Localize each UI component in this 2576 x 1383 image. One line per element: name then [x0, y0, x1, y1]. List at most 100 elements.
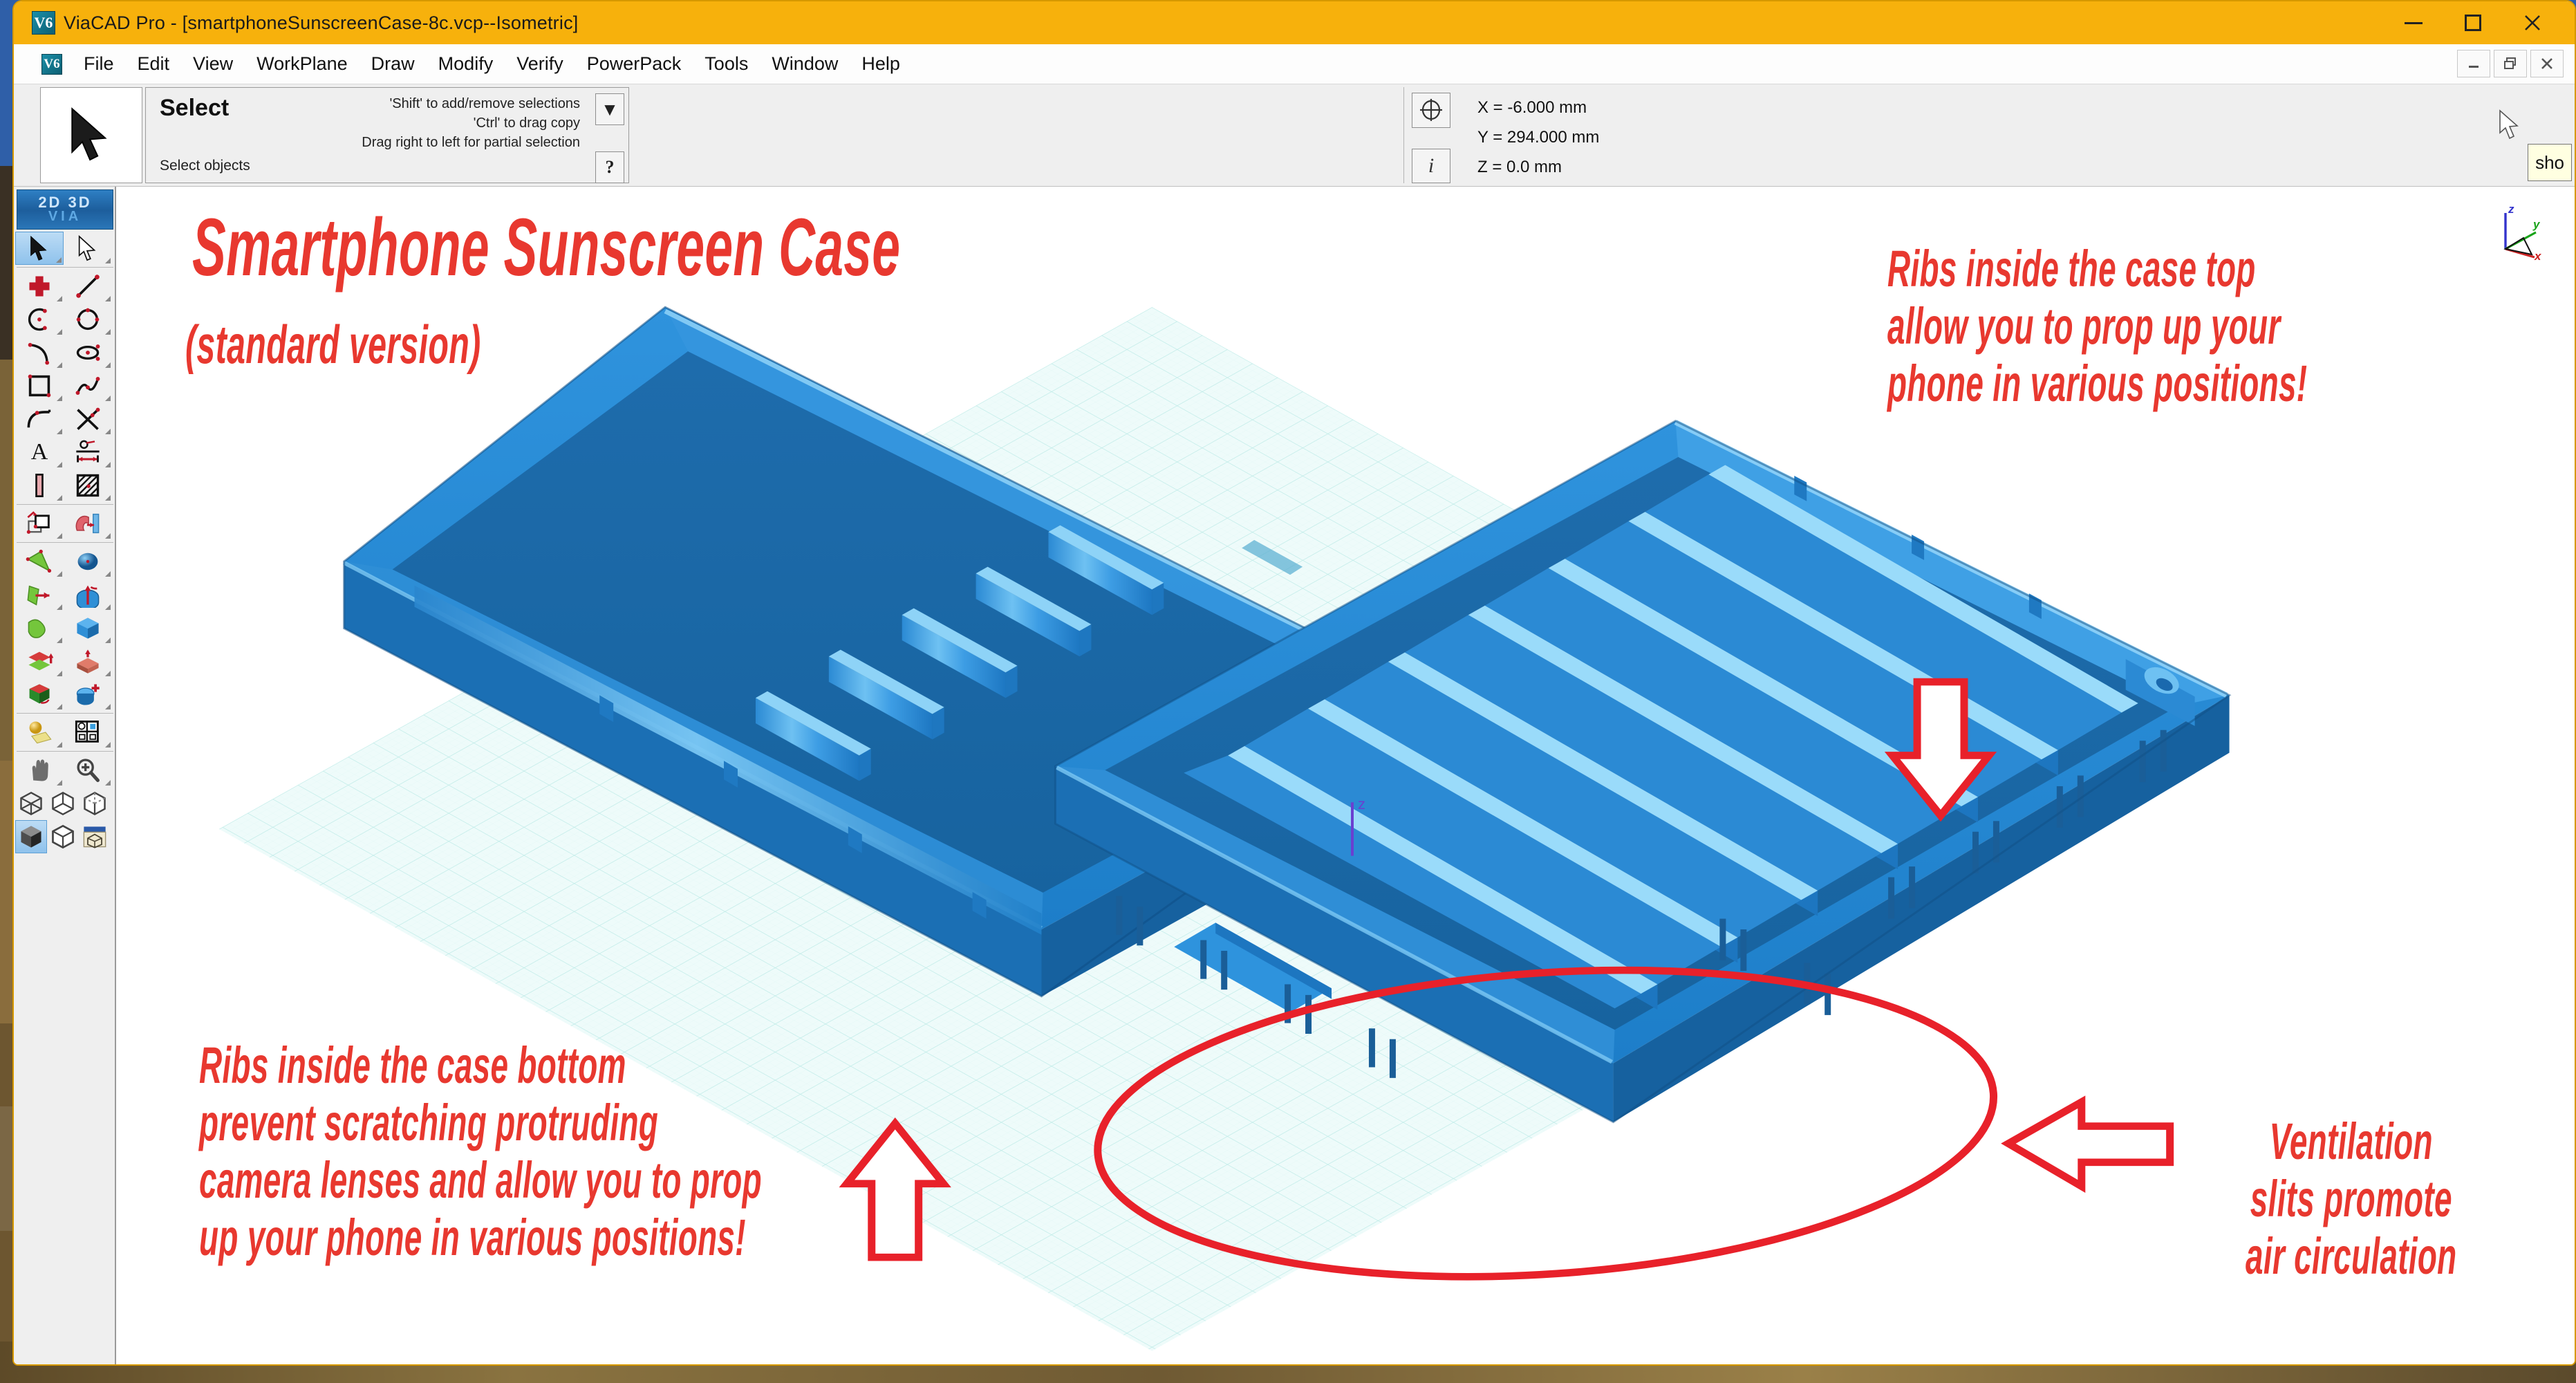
wall-tool[interactable]	[15, 469, 64, 502]
magnet-snap-tool[interactable]	[64, 507, 112, 540]
rectangle-icon	[28, 374, 51, 398]
line-tool[interactable]	[64, 270, 112, 303]
crosshair-target-icon-button[interactable]	[1412, 93, 1450, 128]
mesh-surface-tool[interactable]	[15, 545, 64, 578]
material-render-tool[interactable]	[15, 716, 64, 749]
move-copy-tool[interactable]	[15, 507, 64, 540]
svg-text:z: z	[1358, 795, 1365, 813]
annotation-case-bottom-ribs: Ribs inside the case bottom prevent scra…	[199, 1037, 762, 1266]
arrow-left-marker	[2001, 1095, 2174, 1194]
boolean-add-tool[interactable]	[64, 678, 112, 711]
hidden-line-view-tool[interactable]	[47, 787, 79, 820]
menu-item-verify[interactable]: Verify	[516, 53, 563, 74]
dimension-icon	[76, 440, 100, 463]
extrude-solid-tool[interactable]	[64, 644, 112, 678]
3d-viewport[interactable]: z Smartphone Sunscreen Ca	[116, 187, 2575, 1364]
outline-arrow-cursor-icon	[78, 235, 96, 261]
menu-bar: V6 File Edit View WorkPlane Draw Modify …	[14, 44, 2575, 84]
select-outline-arrow-tool[interactable]	[64, 232, 112, 265]
annotation-subtitle: (standard version)	[185, 314, 481, 375]
menu-item-draw[interactable]: Draw	[371, 53, 415, 74]
arrow-down-marker	[1884, 678, 1997, 822]
menu-item-edit[interactable]: Edit	[137, 53, 170, 74]
case-bottom-ribs	[1184, 465, 2138, 1010]
point-tool[interactable]	[15, 270, 64, 303]
mdi-close-button[interactable]	[2530, 50, 2564, 77]
letter-a-icon: A	[30, 439, 48, 465]
coordinate-y: Y = 294.000 mm	[1477, 128, 1600, 147]
cursor-arrow-icon	[71, 106, 107, 160]
shaded-view-tool[interactable]	[15, 820, 47, 853]
help-button[interactable]: ?	[595, 151, 624, 183]
menu-item-file[interactable]: File	[84, 53, 114, 74]
mouse-cursor-icon	[2497, 109, 2523, 147]
sphere-icon	[77, 553, 98, 570]
fillet-tool[interactable]	[15, 402, 64, 436]
ventilation-highlight-ellipse	[1094, 966, 1998, 1281]
text-tool[interactable]: A	[15, 436, 64, 469]
ellipse-tool[interactable]	[64, 336, 112, 369]
hand-icon	[32, 759, 48, 781]
menu-item-view[interactable]: View	[193, 53, 234, 74]
revolve-tool[interactable]	[64, 578, 112, 611]
view-layout-tool[interactable]	[64, 716, 112, 749]
hidden-line-dashed-view-tool[interactable]	[79, 787, 111, 820]
coordinate-readout: X = -6.000 mm Y = 294.000 mm Z = 0.0 mm	[1458, 87, 1599, 183]
hatch-tool[interactable]	[64, 469, 112, 502]
axis-label-x: x	[2534, 250, 2542, 261]
trim-tool[interactable]	[64, 402, 112, 436]
menu-item-powerpack[interactable]: PowerPack	[586, 53, 682, 74]
tool-palette: 2D 3D VIA	[14, 187, 116, 1364]
zoom-magnifier-tool[interactable]	[64, 754, 112, 787]
box-tool[interactable]	[64, 611, 112, 644]
shell-icon	[29, 684, 50, 704]
revolve-icon	[76, 585, 100, 608]
prompt-dropdown-button[interactable]: ▼	[595, 93, 624, 125]
hidden-line-cube-icon	[52, 791, 74, 816]
shaded-edges-view-tool[interactable]	[47, 820, 79, 853]
mdi-restore-button[interactable]	[2494, 50, 2527, 77]
close-button[interactable]	[2503, 1, 2562, 44]
sphere-tool[interactable]	[64, 545, 112, 578]
dimension-tool[interactable]	[64, 436, 112, 469]
material-sphere-icon	[29, 721, 52, 744]
prompt-hint-ctrl: 'Ctrl' to drag copy	[473, 115, 580, 131]
info-icon: i	[1428, 154, 1435, 177]
tool-palette-banner: 2D 3D VIA	[17, 189, 113, 230]
render-preview-tool[interactable]	[79, 820, 111, 853]
toolbar-divider	[17, 751, 113, 752]
spline-tool[interactable]	[64, 369, 112, 402]
wireframe-view-tool[interactable]	[15, 787, 47, 820]
select-arrow-tool[interactable]	[15, 232, 64, 265]
loft-surface-tool[interactable]	[15, 611, 64, 644]
menu-item-modify[interactable]: Modify	[438, 53, 494, 74]
title-bar[interactable]: V6 ViaCAD Pro - [smartphoneSunscreenCase…	[14, 1, 2575, 44]
arc-tangent-tool[interactable]	[15, 336, 64, 369]
hidden-line-dashed-cube-icon	[84, 791, 106, 816]
crosshair-icon	[1420, 99, 1442, 122]
info-icon-button[interactable]: i	[1412, 148, 1450, 183]
mdi-minimize-button[interactable]	[2457, 50, 2490, 77]
case-bottom-model	[1054, 420, 2232, 1124]
axis-label-y: y	[2532, 218, 2541, 231]
trim-x-icon	[77, 407, 100, 430]
coordinate-z: Z = 0.0 mm	[1477, 158, 1562, 176]
minimize-button[interactable]	[2384, 1, 2443, 44]
annotation-case-top-ribs: Ribs inside the case top allow you to pr…	[1887, 240, 2308, 412]
pan-hand-tool[interactable]	[15, 754, 64, 787]
maximize-button[interactable]	[2443, 1, 2503, 44]
circle-tool[interactable]	[64, 303, 112, 336]
arc-tool[interactable]	[15, 303, 64, 336]
menu-item-window[interactable]: Window	[772, 53, 839, 74]
loft-solid-tool[interactable]	[15, 644, 64, 678]
shaded-edges-cube-icon	[52, 824, 74, 849]
extrude-surface-icon	[27, 585, 50, 606]
menu-item-workplane[interactable]: WorkPlane	[256, 53, 348, 74]
active-tool-icon-button[interactable]	[40, 87, 142, 183]
menu-item-help[interactable]: Help	[861, 53, 900, 74]
shell-tool[interactable]	[15, 678, 64, 711]
rectangle-tool[interactable]	[15, 369, 64, 402]
origin-z-marker: z	[1350, 795, 1365, 856]
extrude-surface-tool[interactable]	[15, 578, 64, 611]
menu-item-tools[interactable]: Tools	[704, 53, 749, 74]
